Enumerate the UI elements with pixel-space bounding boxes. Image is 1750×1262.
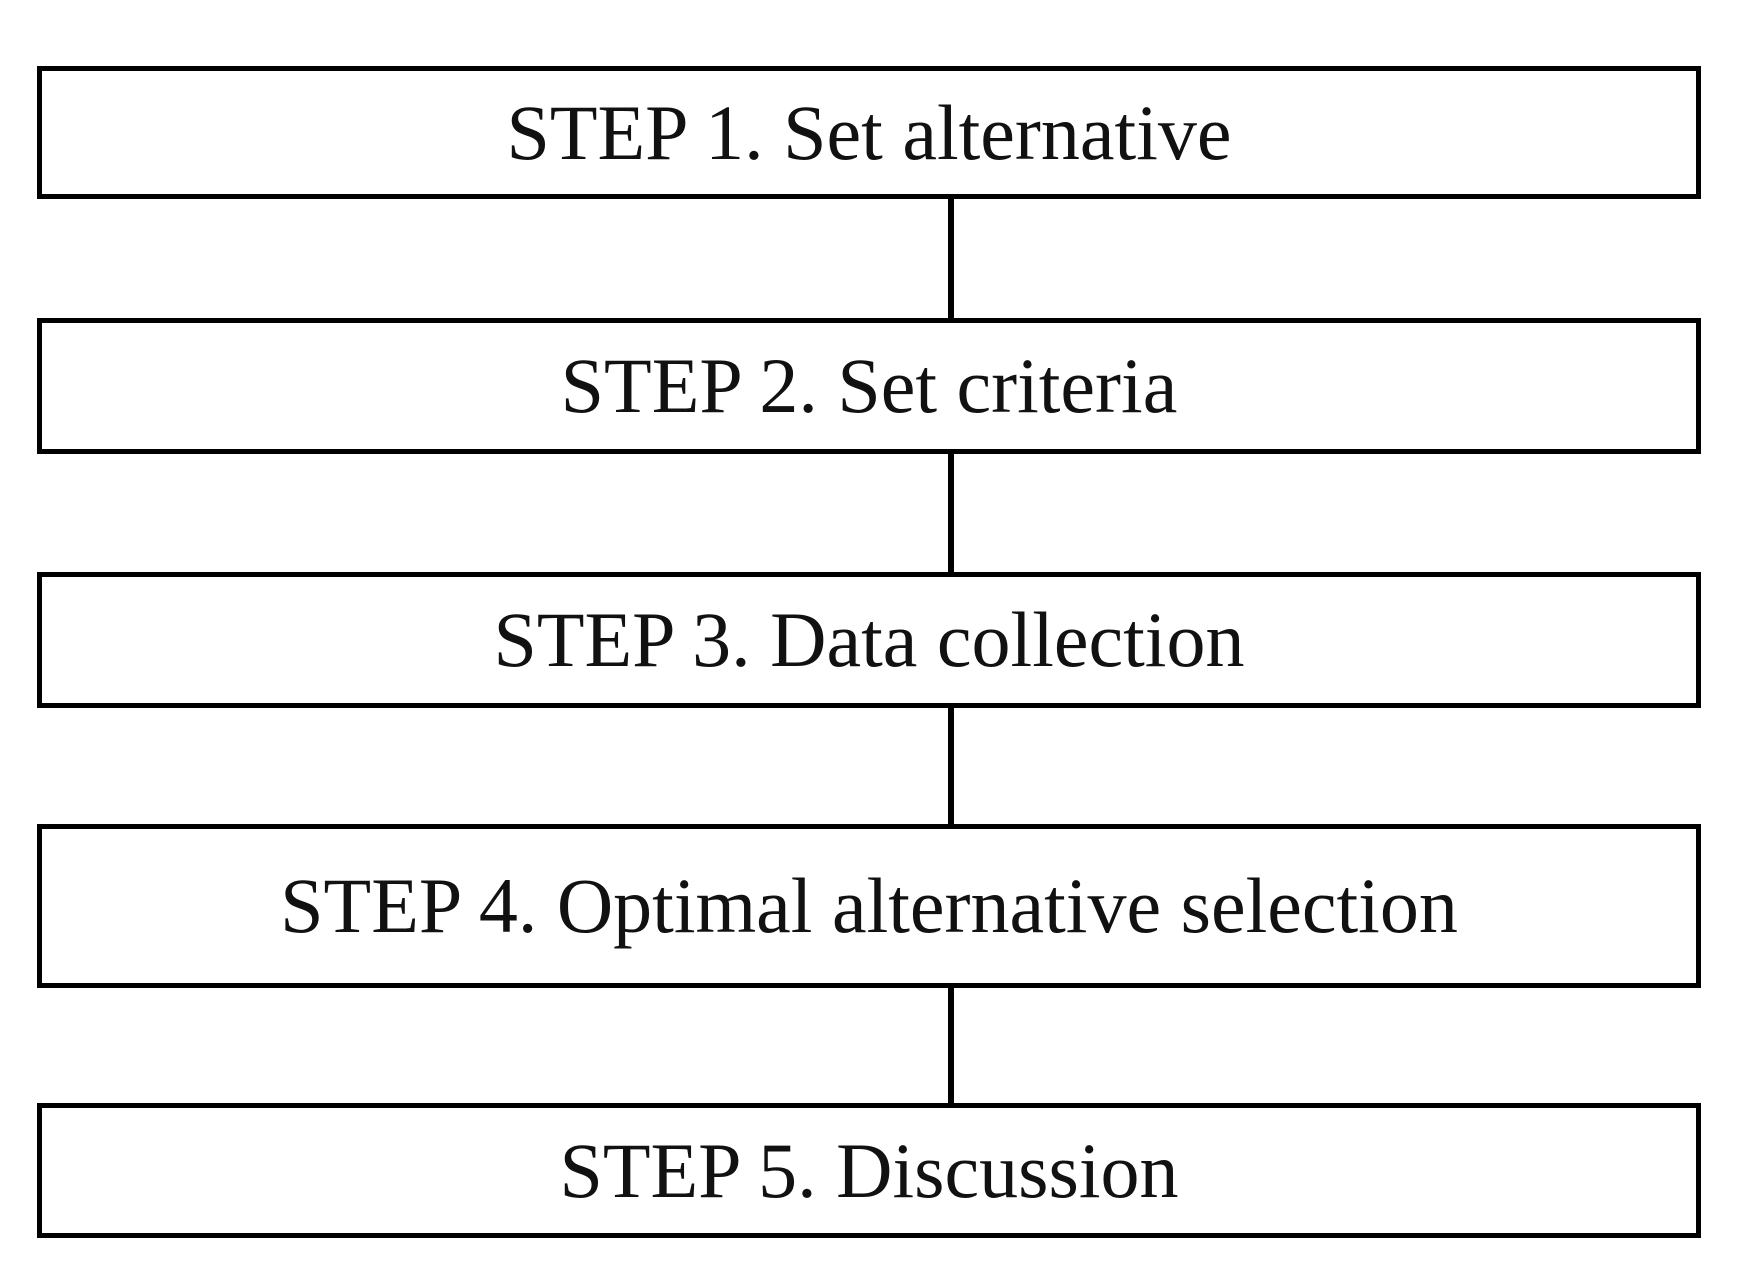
connector-4-5 [948, 983, 954, 1106]
step-2-label: STEP 2. Set criteria [560, 342, 1178, 429]
step-5-box: STEP 5. Discussion [37, 1103, 1701, 1238]
step-2-box: STEP 2. Set criteria [37, 318, 1701, 454]
step-4-box: STEP 4. Optimal alternative selection [37, 824, 1701, 988]
step-4-label: STEP 4. Optimal alternative selection [280, 862, 1458, 949]
connector-3-4 [948, 703, 954, 827]
step-5-label: STEP 5. Discussion [559, 1126, 1179, 1214]
connector-1-2 [948, 194, 954, 321]
step-1-label: STEP 1. Set alternative [506, 88, 1232, 176]
connector-2-3 [948, 449, 954, 575]
step-3-label: STEP 3. Data collection [493, 596, 1245, 683]
step-3-box: STEP 3. Data collection [37, 572, 1701, 708]
step-1-box: STEP 1. Set alternative [37, 66, 1701, 199]
